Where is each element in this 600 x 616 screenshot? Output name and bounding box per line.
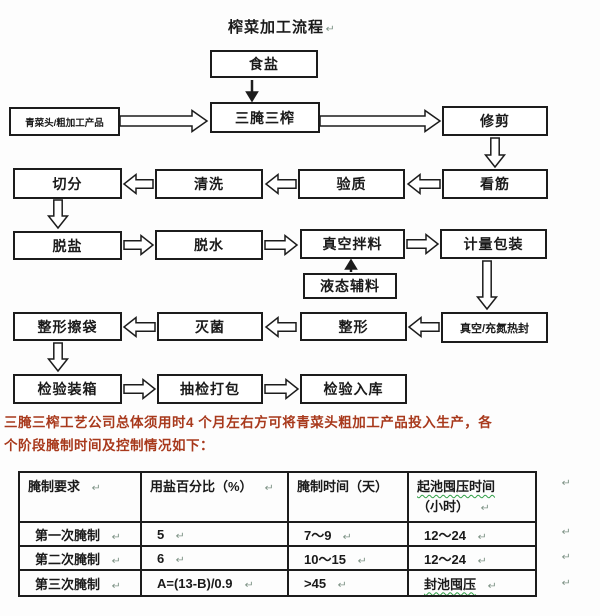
flow-node-check-fiber: 看筋 xyxy=(442,169,548,199)
cell-days: 7～9↵ xyxy=(287,521,409,547)
flow-node-liquid-aux: 液态辅料 xyxy=(303,273,397,299)
cell-salt: 6↵ xyxy=(140,545,289,571)
cell-hours: 封池囤压↵ xyxy=(407,569,537,597)
flow-node-inspect-box: 检验装箱 xyxy=(13,374,122,404)
cell-salt: 5↵ xyxy=(140,521,289,547)
return-icon: ↵ xyxy=(175,530,186,542)
table-row-first-pickle: 第一次腌制↵ 5↵ 7～9↵ 12～24↵ xyxy=(18,521,537,547)
cell-stage: 第一次腌制↵ xyxy=(18,521,142,547)
header-cell-pickle-days: 腌制时间（天） xyxy=(287,471,409,523)
return-icon: ↵ xyxy=(337,579,347,591)
return-icon: ↵ xyxy=(477,555,487,567)
flow-node-sample-pack: 抽检打包 xyxy=(157,374,263,404)
cell-days: 10～15↵ xyxy=(287,545,409,571)
paragraph-return-icon: ↵ xyxy=(325,24,335,35)
return-icon: ↵ xyxy=(480,503,490,514)
flow-node-three-pickle-three-press: 三腌三榨 xyxy=(210,102,320,133)
return-icon: ↵ xyxy=(561,527,571,538)
flow-node-quality-check: 验质 xyxy=(298,169,405,199)
return-icon: ↵ xyxy=(111,580,121,592)
intro-paragraph: 三腌三榨工艺公司总体须用时4 个月左右方可将青菜头粗加工产品投入生产，各 个阶段… xyxy=(4,411,598,457)
pickling-control-table: 腌制要求↵ 用盐百分比（%）↵ 腌制时间（天） 起池囤压时间（小时）↵ 第一次腌… xyxy=(18,471,537,597)
cell-salt: A=(13-B)/0.9↵ xyxy=(140,569,289,597)
header-cell-press-hours: 起池囤压时间（小时）↵ xyxy=(407,471,537,523)
flow-node-shape: 整形 xyxy=(300,312,407,341)
cell-hours: 12～24↵ xyxy=(407,545,537,571)
return-icon: ↵ xyxy=(487,580,497,592)
flow-node-raw-material: 青菜头/粗加工产品 xyxy=(9,107,120,136)
page-title-text: 榨菜加工流程 xyxy=(228,19,325,36)
header-cell-requirement: 腌制要求↵ xyxy=(18,471,142,523)
header-cell-salt-percent: 用盐百分比（%）↵ xyxy=(140,471,289,523)
flow-node-wash: 清洗 xyxy=(155,169,263,199)
table-row-second-pickle: 第二次腌制↵ 6↵ 10～15↵ 12～24↵ xyxy=(18,545,537,571)
table-header-row: 腌制要求↵ 用盐百分比（%）↵ 腌制时间（天） 起池囤压时间（小时）↵ xyxy=(18,471,537,523)
cell-stage: 第二次腌制↵ xyxy=(18,545,142,571)
flow-node-sterilize: 灭菌 xyxy=(157,312,263,341)
return-icon: ↵ xyxy=(91,483,101,494)
return-icon: ↵ xyxy=(561,552,571,563)
return-icon: ↵ xyxy=(264,483,274,494)
flow-node-cut: 切分 xyxy=(13,168,122,199)
return-icon: ↵ xyxy=(111,531,121,543)
flow-node-trim: 修剪 xyxy=(442,106,548,136)
flow-node-dewater: 脱水 xyxy=(155,230,263,260)
flow-node-vacuum-nitrogen-seal: 真空/充氮热封 xyxy=(441,312,548,343)
flow-node-inspect-store: 检验入库 xyxy=(300,374,407,404)
intro-paragraph-line2: 个阶段腌制时间及控制情况如下： xyxy=(4,438,214,453)
return-icon: ↵ xyxy=(175,554,186,566)
cell-hours: 12～24↵ xyxy=(407,521,537,547)
return-icon: ↵ xyxy=(343,531,353,543)
page-title: 榨菜加工流程↵ xyxy=(228,16,335,37)
return-icon: ↵ xyxy=(111,555,121,567)
cell-stage: 第三次腌制↵ xyxy=(18,569,142,597)
return-icon: ↵ xyxy=(357,555,367,567)
flow-node-desalt: 脱盐 xyxy=(13,231,122,260)
cell-days: >45↵ xyxy=(287,569,409,597)
return-icon: ↵ xyxy=(561,478,571,489)
flow-node-salt: 食盐 xyxy=(210,50,318,78)
return-icon: ↵ xyxy=(244,579,254,591)
flow-node-vacuum-mix: 真空拌料 xyxy=(300,229,405,259)
intro-paragraph-line1: 三腌三榨工艺公司总体须用时4 个月左右方可将青菜头粗加工产品投入生产，各 xyxy=(4,415,493,430)
return-icon: ↵ xyxy=(477,531,487,543)
flow-node-shape-wipe-bag: 整形擦袋 xyxy=(13,312,122,341)
table-row-third-pickle: 第三次腌制↵ A=(13-B)/0.9↵ >45↵ 封池囤压↵ xyxy=(18,569,537,597)
flow-node-measure-pack: 计量包装 xyxy=(440,229,547,259)
return-icon: ↵ xyxy=(561,578,571,589)
